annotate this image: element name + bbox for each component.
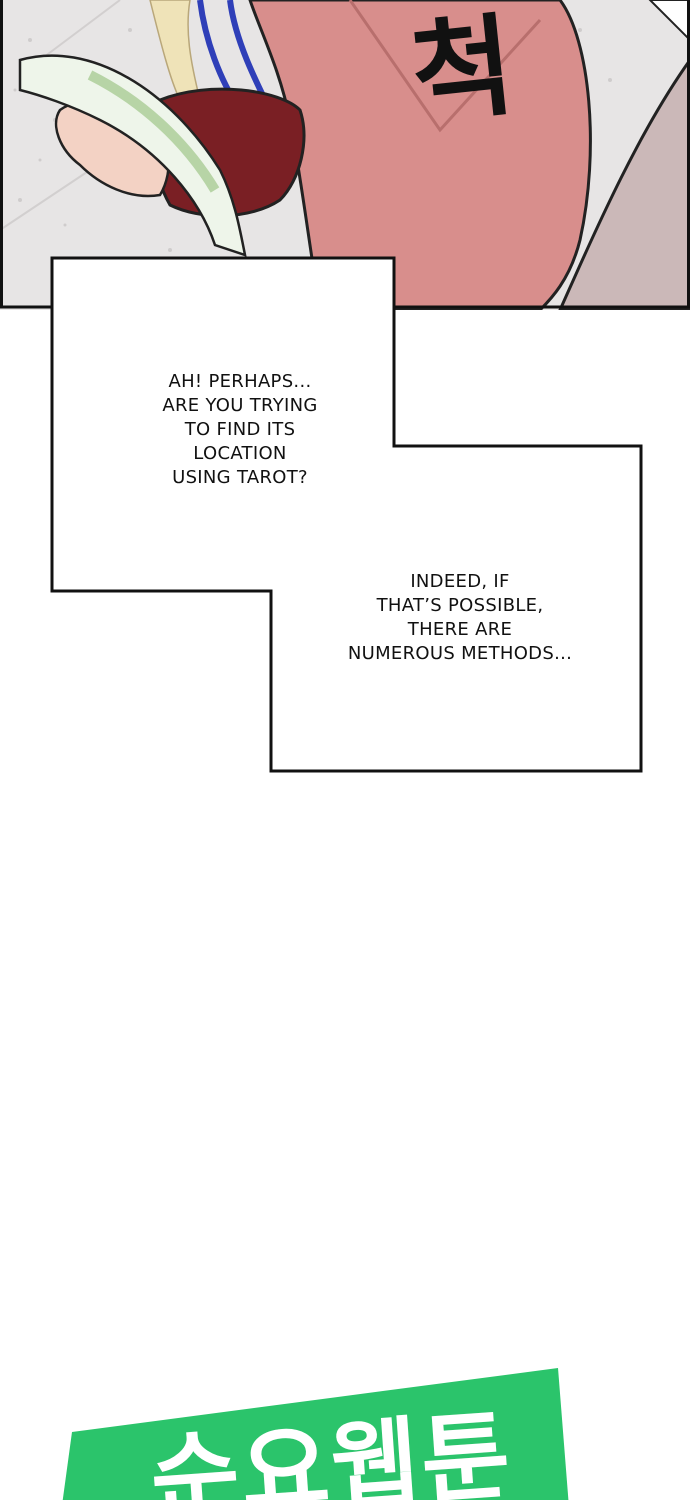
dress-fold [348,0,542,133]
caption-text-1: AH! PERHAPS... ARE YOU TRYING TO FIND IT… [162,371,318,488]
speech-boxes [50,256,643,773]
map-ink [87,70,220,193]
stepped-text-box [50,256,643,773]
corner-fabric [648,0,690,42]
map-paper [18,54,247,257]
cloak [558,57,690,310]
pink-dress [248,0,592,310]
banner-shape [62,1368,569,1500]
caption-text-2: INDEED, IF THAT’S POSSIBLE, THERE ARE NU… [347,571,573,664]
watermark-banner [62,1368,569,1500]
